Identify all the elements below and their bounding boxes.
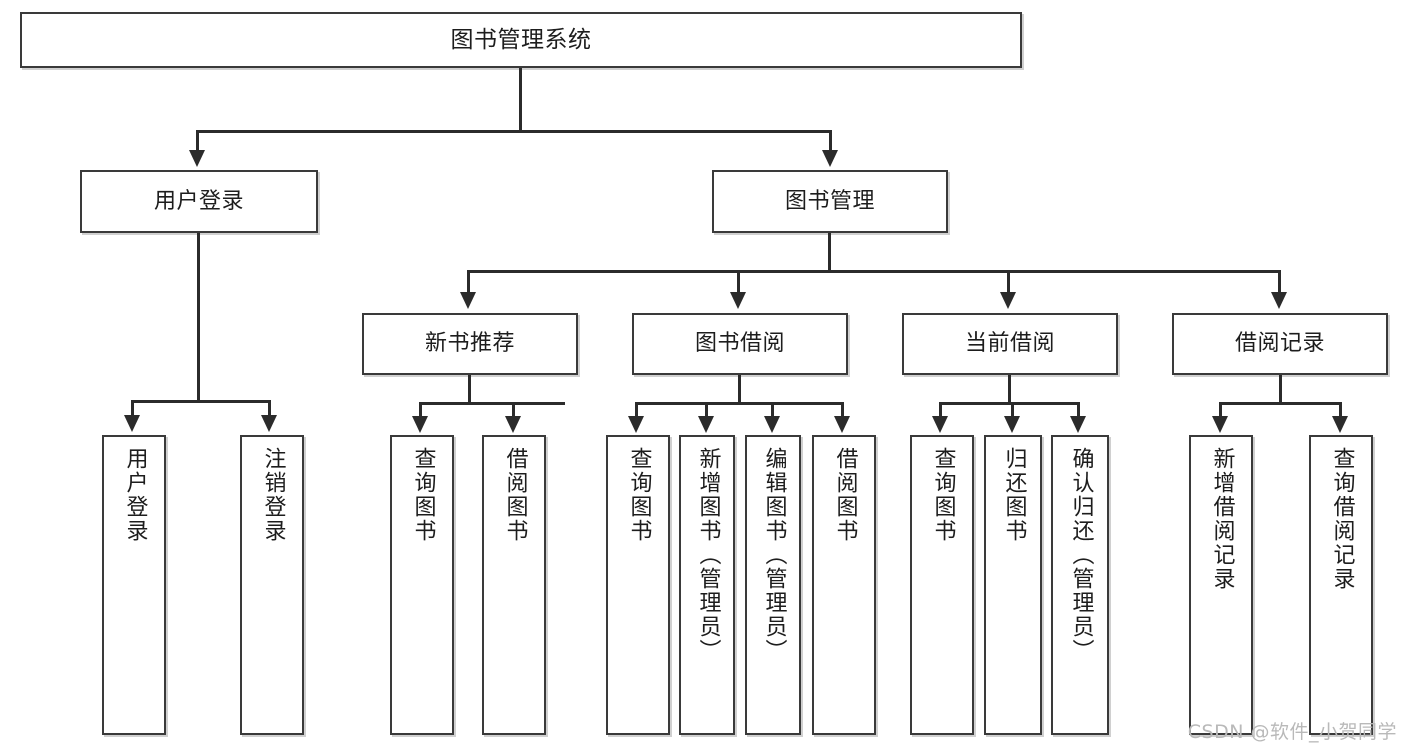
arrowhead-to-book-borrow bbox=[730, 292, 746, 309]
leaf-borrow-book-under-book-borrow[interactable]: 借阅图书 bbox=[812, 435, 876, 735]
connector-borrow-record-bus bbox=[1219, 402, 1342, 405]
node-label: 新增图书（管理员） bbox=[695, 447, 721, 663]
connector-level2-bus bbox=[467, 270, 1281, 273]
connector-to-leaf-edit-book bbox=[771, 402, 774, 418]
connector-book-management-stem bbox=[828, 233, 831, 272]
arrowhead-to-book-management bbox=[822, 150, 838, 167]
connector-current-borrow-bus bbox=[939, 402, 1080, 405]
node-label: 注销登录 bbox=[260, 447, 286, 543]
connector-to-book-borrow bbox=[737, 270, 740, 294]
leaf-confirm-return-admin[interactable]: 确认归还（管理员） bbox=[1051, 435, 1109, 735]
connector-to-leaf-borrow-book-1 bbox=[512, 402, 515, 418]
arrowhead-to-leaf-query-borrow-record bbox=[1332, 416, 1348, 433]
connector-book-borrow-bus bbox=[635, 402, 844, 405]
connector-to-new-book-recommend bbox=[467, 270, 470, 294]
leaf-query-book-under-new-book-recommend[interactable]: 查询图书 bbox=[390, 435, 454, 735]
arrowhead-to-leaf-user-login bbox=[124, 415, 140, 432]
connector-to-leaf-query-borrow-record bbox=[1339, 402, 1342, 418]
node-label: 借阅图书 bbox=[832, 447, 858, 543]
node-label: 借阅图书 bbox=[502, 447, 528, 543]
connector-to-leaf-borrow-book-2 bbox=[841, 402, 844, 418]
node-label: 图书借阅 bbox=[694, 331, 785, 357]
arrowhead-to-leaf-query-book-1 bbox=[412, 416, 428, 433]
node-new-book-recommend[interactable]: 新书推荐 bbox=[362, 313, 578, 375]
arrowhead-to-borrow-record bbox=[1271, 292, 1287, 309]
connector-to-leaf-query-book-2 bbox=[635, 402, 638, 418]
connector-current-borrow-stem bbox=[1008, 375, 1011, 405]
node-label: 确认归还（管理员） bbox=[1068, 447, 1094, 663]
node-book-management[interactable]: 图书管理 bbox=[712, 170, 948, 233]
connector-user-login-stem bbox=[197, 233, 200, 403]
node-label: 用户登录 bbox=[122, 447, 148, 543]
connector-to-leaf-query-book-1 bbox=[419, 402, 422, 418]
arrowhead-to-leaf-confirm-return bbox=[1070, 416, 1086, 433]
node-label: 查询图书 bbox=[626, 447, 652, 543]
connector-to-leaf-return-book bbox=[1011, 402, 1014, 418]
connector-to-borrow-record bbox=[1278, 270, 1281, 294]
leaf-add-book-admin[interactable]: 新增图书（管理员） bbox=[679, 435, 735, 735]
leaf-edit-book-admin[interactable]: 编辑图书（管理员） bbox=[745, 435, 801, 735]
leaf-borrow-book-under-new-book-recommend[interactable]: 借阅图书 bbox=[482, 435, 546, 735]
connector-level1-bus bbox=[196, 130, 832, 133]
connector-new-book-recommend-bus bbox=[419, 402, 565, 405]
node-label: 借阅记录 bbox=[1234, 331, 1325, 357]
node-label: 归还图书 bbox=[1001, 447, 1027, 543]
arrowhead-to-leaf-query-book-2 bbox=[628, 416, 644, 433]
node-label: 图书管理系统 bbox=[450, 26, 592, 53]
arrowhead-to-leaf-borrow-book-1 bbox=[505, 416, 521, 433]
arrowhead-to-leaf-add-book bbox=[698, 416, 714, 433]
leaf-add-borrow-record[interactable]: 新增借阅记录 bbox=[1189, 435, 1253, 735]
node-label: 查询借阅记录 bbox=[1329, 447, 1355, 591]
connector-to-user-login bbox=[196, 130, 199, 152]
leaf-query-book-under-current-borrow[interactable]: 查询图书 bbox=[910, 435, 974, 735]
node-book-borrow[interactable]: 图书借阅 bbox=[632, 313, 848, 375]
arrowhead-to-leaf-query-book-3 bbox=[932, 416, 948, 433]
connector-book-borrow-stem bbox=[738, 375, 741, 405]
connector-new-book-recommend-stem bbox=[468, 375, 471, 405]
leaf-query-book-under-book-borrow[interactable]: 查询图书 bbox=[606, 435, 670, 735]
leaf-query-borrow-record[interactable]: 查询借阅记录 bbox=[1309, 435, 1373, 735]
arrowhead-to-leaf-add-borrow-record bbox=[1212, 416, 1228, 433]
connector-to-leaf-add-borrow-record bbox=[1219, 402, 1222, 418]
node-label: 用户登录 bbox=[153, 188, 244, 214]
arrowhead-to-current-borrow bbox=[1000, 292, 1016, 309]
node-current-borrow[interactable]: 当前借阅 bbox=[902, 313, 1118, 375]
leaf-return-book[interactable]: 归还图书 bbox=[984, 435, 1042, 735]
node-label: 图书管理 bbox=[784, 188, 875, 214]
node-label: 新书推荐 bbox=[424, 331, 515, 357]
arrowhead-to-leaf-return-book bbox=[1004, 416, 1020, 433]
node-user-login[interactable]: 用户登录 bbox=[80, 170, 318, 233]
node-root-book-management-system[interactable]: 图书管理系统 bbox=[20, 12, 1022, 68]
connector-to-book-management bbox=[829, 130, 832, 152]
node-label: 当前借阅 bbox=[964, 331, 1055, 357]
connector-to-leaf-confirm-return bbox=[1077, 402, 1080, 418]
node-label: 新增借阅记录 bbox=[1209, 447, 1235, 591]
node-label: 查询图书 bbox=[930, 447, 956, 543]
arrowhead-to-new-book-recommend bbox=[460, 292, 476, 309]
leaf-logout[interactable]: 注销登录 bbox=[240, 435, 304, 735]
arrowhead-to-leaf-borrow-book-2 bbox=[834, 416, 850, 433]
connector-to-leaf-query-book-3 bbox=[939, 402, 942, 418]
arrowhead-to-leaf-logout bbox=[261, 415, 277, 432]
leaf-user-login[interactable]: 用户登录 bbox=[102, 435, 166, 735]
connector-to-current-borrow bbox=[1007, 270, 1010, 294]
arrowhead-to-user-login bbox=[189, 150, 205, 167]
node-label: 编辑图书（管理员） bbox=[761, 447, 787, 663]
node-borrow-record[interactable]: 借阅记录 bbox=[1172, 313, 1388, 375]
connector-borrow-record-stem bbox=[1279, 375, 1282, 405]
arrowhead-to-leaf-edit-book bbox=[764, 416, 780, 433]
connector-root-stem bbox=[519, 68, 522, 132]
node-label: 查询图书 bbox=[410, 447, 436, 543]
connector-to-leaf-add-book bbox=[705, 402, 708, 418]
connector-to-leaf-logout bbox=[268, 400, 271, 418]
connector-user-login-leaf-bus bbox=[131, 400, 270, 403]
connector-to-leaf-user-login bbox=[131, 400, 134, 418]
